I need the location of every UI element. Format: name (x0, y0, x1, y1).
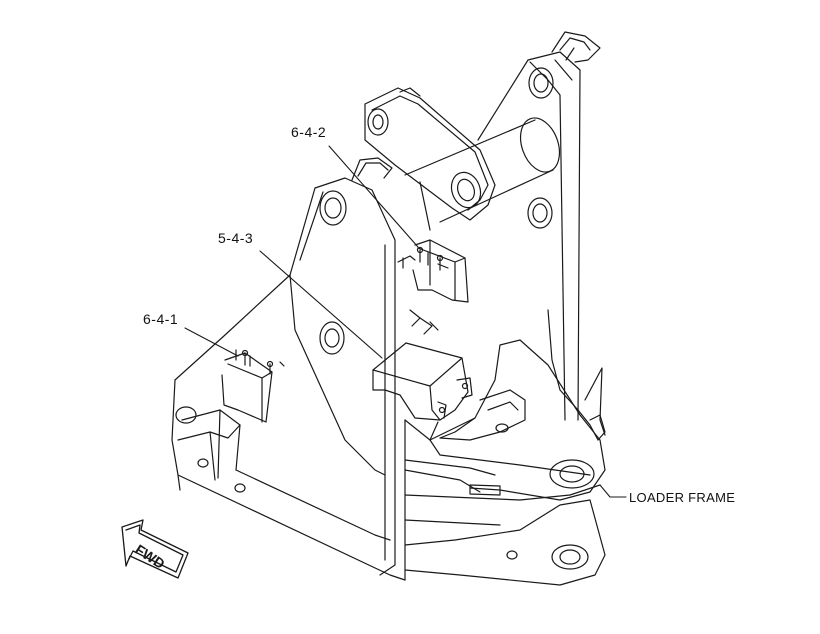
callout-loader-frame: LOADER FRAME (629, 490, 736, 505)
left-hook (351, 157, 393, 181)
weld-marks (409, 309, 439, 335)
forward-arrow-icon (121, 519, 189, 579)
bracket-6-4-1 (221, 349, 285, 423)
right-upright (477, 31, 601, 421)
callout-6-4-1: 6-4-1 (143, 311, 179, 327)
callout-6-4-2: 6-4-2 (291, 124, 327, 140)
leader-lines (184, 145, 627, 498)
cylinder (404, 117, 561, 231)
callout-5-4-3: 5-4-3 (218, 230, 254, 246)
fwd-label: FWD (132, 541, 167, 572)
bracket-5-4-3 (372, 342, 473, 421)
bracket-6-4-2 (397, 239, 469, 303)
lower-right-frame (404, 309, 606, 586)
lower-left-frame (171, 274, 406, 581)
left-upright (289, 177, 406, 581)
linkage-plates (364, 87, 496, 221)
